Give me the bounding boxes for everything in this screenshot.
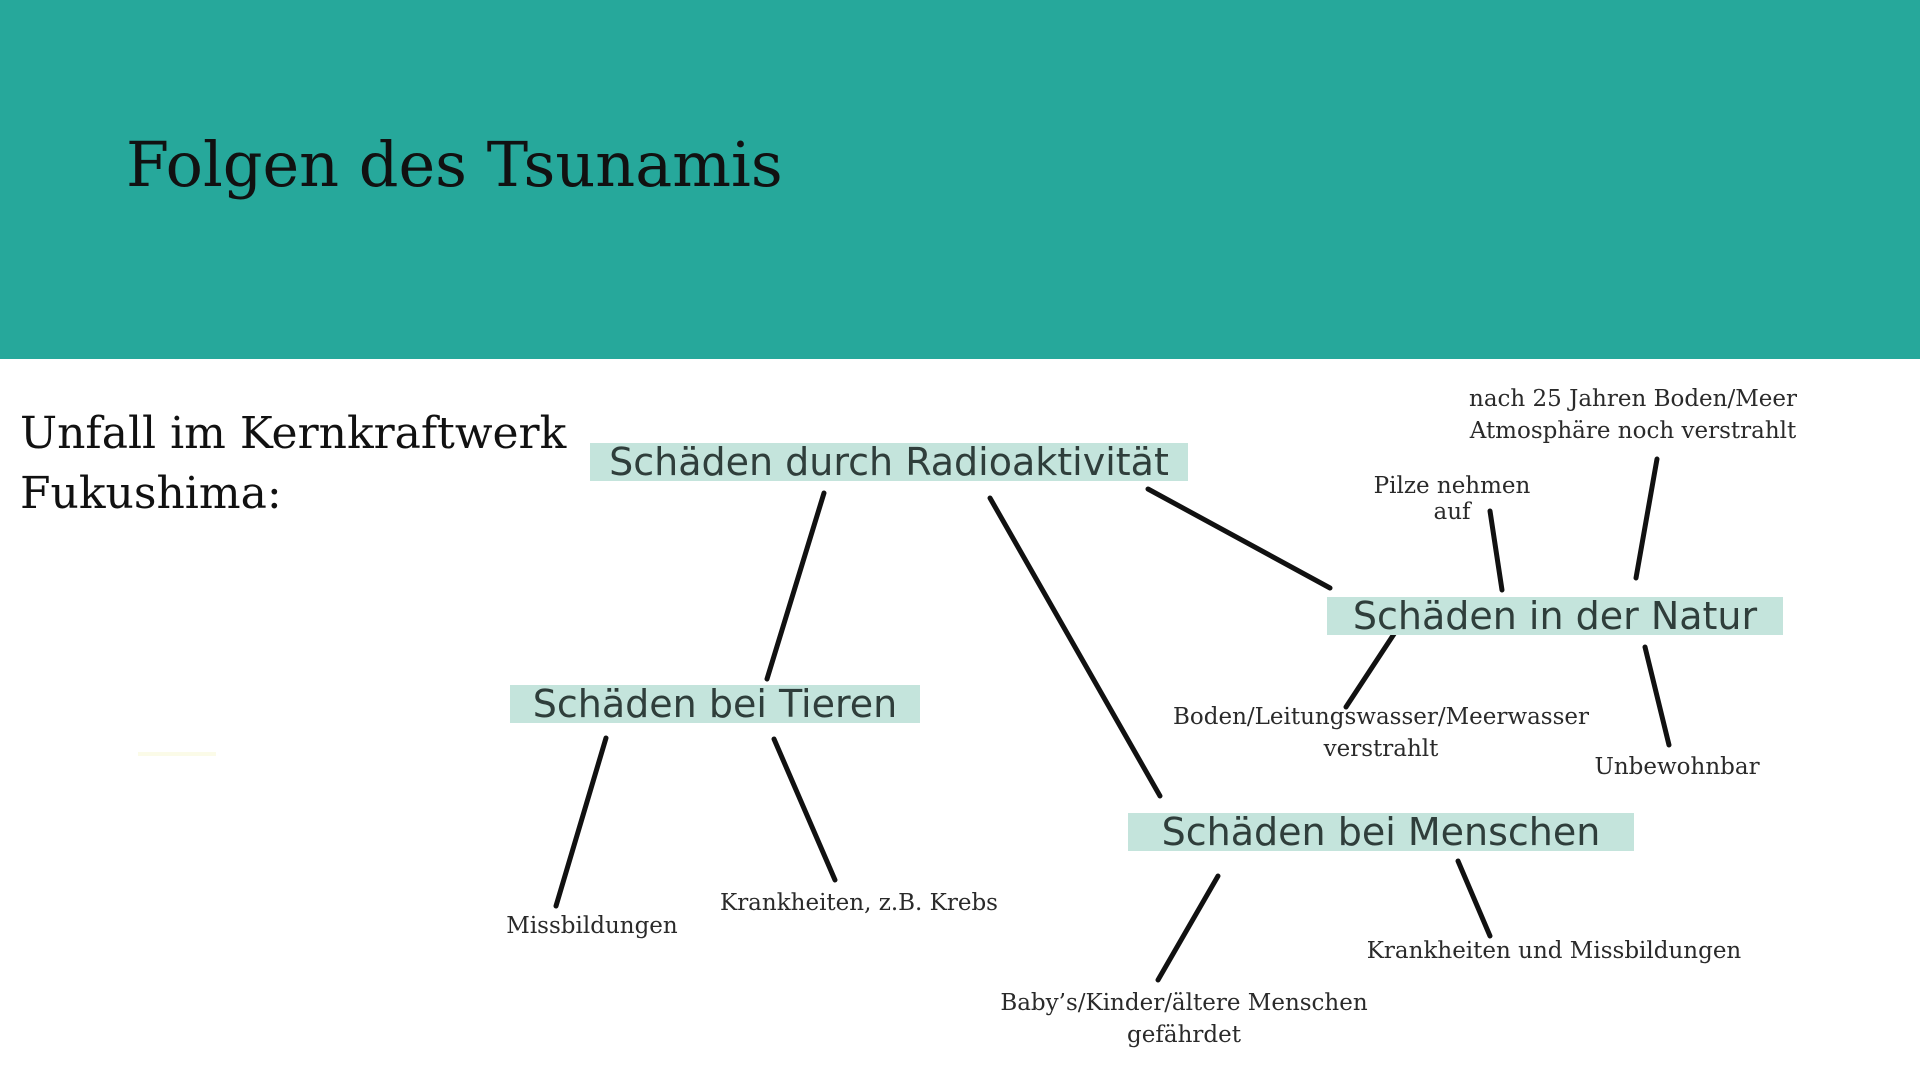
edge-natur-unbewohnbar [1642, 644, 1672, 748]
leaf-krankheiten-missbildungen: Krankheiten und Missbildungen [1366, 938, 1742, 964]
leaf-missbildungen: Missbildungen [506, 913, 678, 939]
edge-tiere-krankheiten [771, 736, 838, 883]
leaf-gefaehrdet-line-1: Baby’s/Kinder/ältere Menschen [1000, 990, 1368, 1016]
leaf-gefaehrdet: Baby’s/Kinder/ältere Menschen gefährdet [1000, 987, 1367, 1051]
leaf-pilze-line-1: Pilze nehmen [1373, 473, 1531, 499]
leaf-25-jahre: nach 25 Jahren Boden/Meer Atmosphäre noc… [1469, 383, 1797, 447]
leaf-pilze-line-2: auf [1433, 499, 1471, 525]
leaf-25-jahre-line-2: Atmosphäre noch verstrahlt [1469, 418, 1797, 444]
edge-root-natur [1145, 486, 1333, 591]
leaf-krankheiten-krebs: Krankheiten, z.B. Krebs [720, 890, 998, 916]
edge-menschen-krankheiten [1455, 858, 1493, 939]
leaf-wasser-line-1: Boden/Leitungswasser/Meerwasser [1172, 704, 1590, 730]
leaf-pilze: Pilze nehmen auf [1374, 473, 1531, 525]
leaf-wasser-line-2: verstrahlt [1323, 736, 1439, 762]
header-bar [0, 0, 1920, 359]
leaf-25-jahre-line-1: nach 25 Jahren Boden/Meer [1469, 386, 1797, 412]
leaf-wasser: Boden/Leitungswasser/Meerwasser verstrah… [1173, 701, 1589, 765]
intro-line-2: Fukushima: [20, 468, 282, 519]
edge-root-menschen [987, 495, 1163, 799]
node-tiere: Schäden bei Tieren [510, 685, 920, 723]
slide-title: Folgen des Tsunamis [126, 128, 783, 201]
edge-menschen-gefaehrdet [1155, 873, 1221, 983]
edge-natur-wasser [1343, 631, 1397, 710]
intro-line-1: Unfall im Kernkraftwerk [20, 408, 567, 459]
intro-text: Unfall im Kernkraftwerk Fukushima: [20, 404, 566, 524]
edge-natur-pilze [1487, 508, 1505, 593]
leaf-gefaehrdet-line-2: gefährdet [1127, 1022, 1241, 1048]
node-root: Schäden durch Radioaktivität [590, 443, 1188, 481]
node-menschen: Schäden bei Menschen [1128, 813, 1634, 851]
edge-natur-25jahre [1633, 456, 1660, 581]
faint-mark [138, 752, 216, 756]
edge-root-tiere [764, 490, 827, 682]
edge-tiere-missbildungen [553, 735, 609, 909]
leaf-unbewohnbar: Unbewohnbar [1594, 754, 1760, 780]
node-natur: Schäden in der Natur [1327, 597, 1783, 635]
